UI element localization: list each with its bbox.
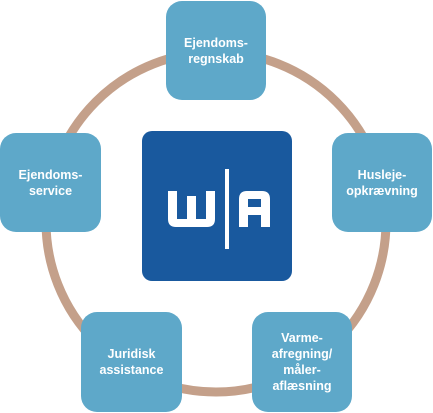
node-ejendomsservice: Ejendoms- service	[0, 133, 101, 232]
node-label: Varme- afregning/ måler- aflæsning	[271, 331, 333, 393]
wa-logo	[142, 131, 292, 281]
node-ejendomsregnskab: Ejendoms- regnskab	[166, 1, 266, 100]
node-label: Juridisk assistance	[99, 347, 164, 377]
logo-letter-a	[239, 191, 270, 227]
node-label: Ejendoms- service	[18, 167, 83, 198]
node-varmeafregning: Varme- afregning/ måler- aflæsning	[252, 312, 352, 412]
logo-divider	[225, 169, 229, 249]
node-label: Ejendoms- regnskab	[184, 35, 248, 66]
node-label: Husleje- opkrævning	[346, 167, 418, 198]
wa-logo-mark	[168, 169, 270, 249]
node-huslejeopkraevning: Husleje- opkrævning	[332, 133, 432, 232]
logo-letter-w	[168, 191, 215, 227]
node-juridisk-assistance: Juridisk assistance	[81, 312, 182, 412]
